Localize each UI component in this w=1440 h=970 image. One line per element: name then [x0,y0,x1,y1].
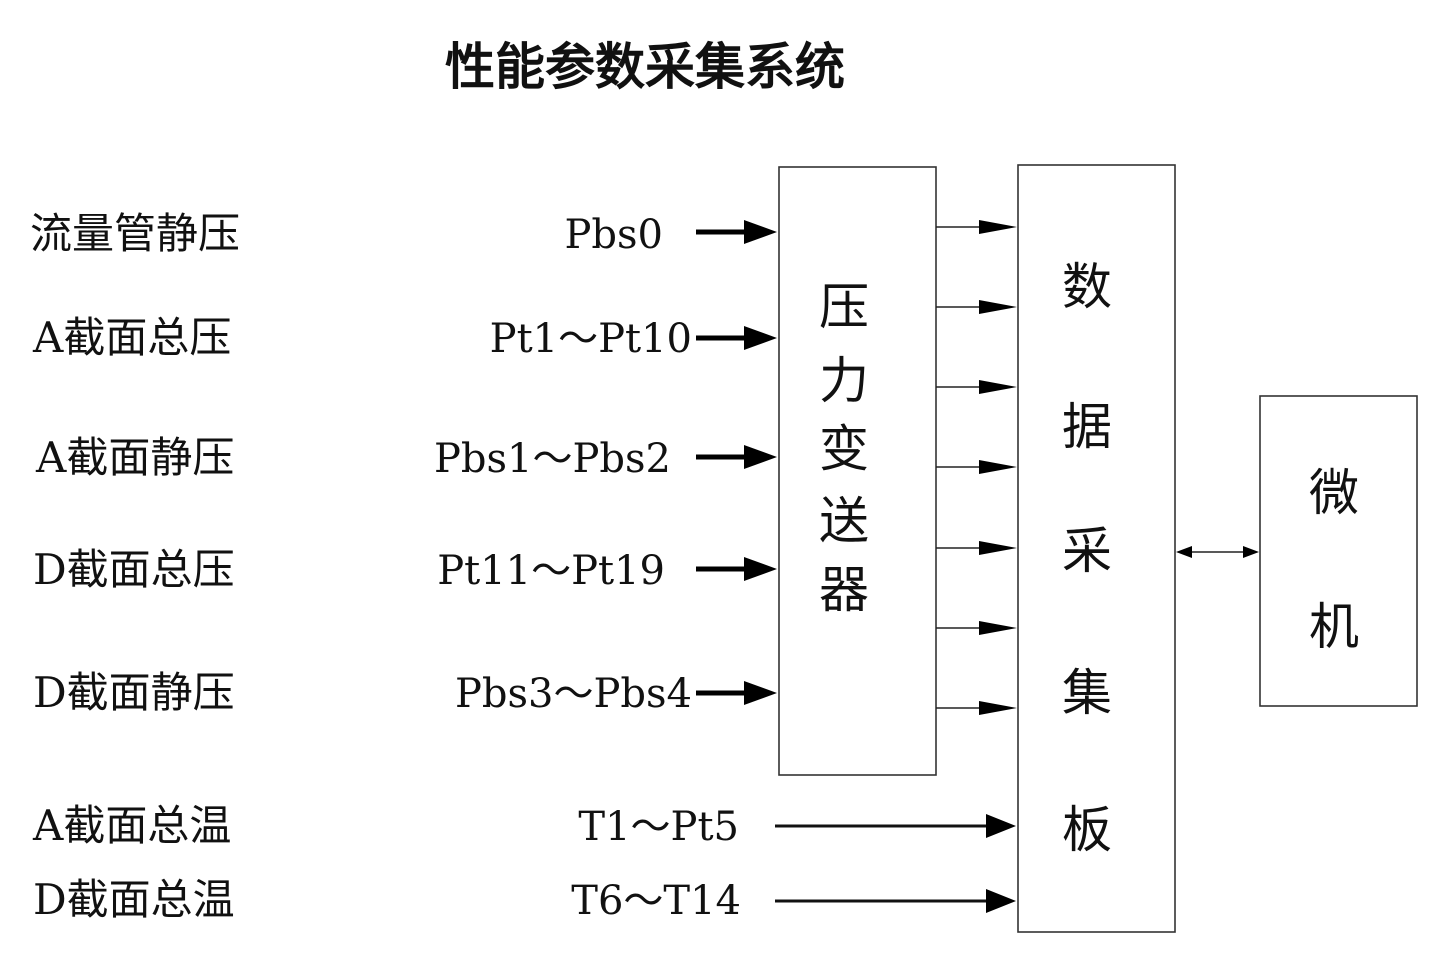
input-arrow [696,220,777,244]
input-quantity-label: 流量管静压 [30,209,240,258]
pressure-transmitter-char: 压 [819,278,869,336]
computer-char: 微 [1309,464,1359,522]
input-arrow [696,326,777,350]
input-signal-label: Pbs1～Pbs2 [434,436,671,482]
daq-board-block [1017,164,1176,933]
input-quantity-label: A截面总压 [32,313,231,362]
pressure-transmitter-char: 送 [819,492,869,550]
pressure-transmitter-block [778,166,937,776]
input-signal-label: T6～T14 [571,878,741,924]
temperature-arrow [775,889,1016,913]
daq-board-char: 据 [1062,398,1112,456]
computer-block [1259,395,1418,707]
input-signal-label: T1～Pt5 [578,804,739,850]
input-signal-label: Pbs0 [565,212,664,258]
daq-board-char: 板 [1062,801,1112,859]
input-arrow [696,445,777,469]
input-signal-label: Pt11～Pt19 [437,548,665,594]
input-quantity-label: D截面总压 [33,545,235,594]
input-quantity-label: A截面静压 [35,433,234,482]
input-signal-label: Pt1～Pt10 [490,316,692,362]
input-quantity-label: A截面总温 [32,801,231,850]
input-arrow [696,557,777,581]
temperature-arrow [775,814,1016,838]
diagram-title: 性能参数采集系统 [445,38,845,96]
pressure-transmitter-char: 器 [819,561,869,619]
input-arrow [696,681,777,705]
transmitter-to-daq-arrows [936,220,1017,715]
input-signal-label: Pbs3～Pbs4 [455,671,692,717]
computer-char: 机 [1309,598,1359,656]
pressure-transmitter-char: 变 [819,420,869,478]
daq-computer-bidirectional-arrow [1176,546,1259,558]
input-quantity-label: D截面总温 [33,875,235,924]
input-quantity-label: D截面静压 [33,668,235,717]
daq-board-char: 数 [1062,258,1112,316]
daq-board-char: 集 [1062,664,1112,722]
pressure-transmitter-char: 力 [819,352,869,410]
daq-board-char: 采 [1062,522,1112,580]
